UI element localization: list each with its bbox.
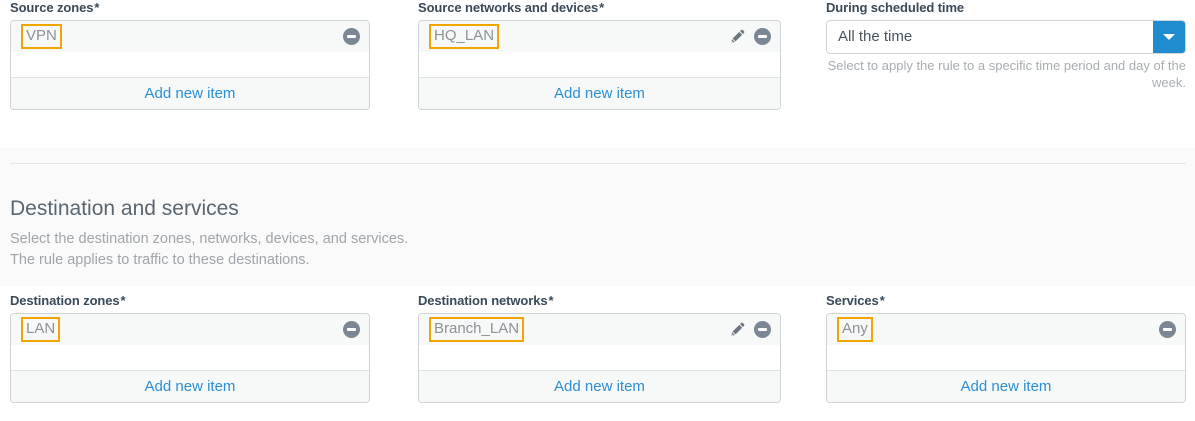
required-asterisk: * (879, 293, 885, 308)
add-new-item-label: Add new item (554, 84, 645, 102)
field-destination-networks: Destination networks* Branch_LAN (418, 293, 781, 403)
chevron-down-icon[interactable] (1153, 21, 1185, 53)
services-listbox[interactable]: Any Add new item (826, 313, 1186, 403)
section-description: Select the destination zones, networks, … (10, 229, 408, 271)
required-asterisk: * (94, 0, 100, 15)
scheduled-time-select[interactable]: All the time (826, 20, 1186, 54)
add-new-item-button[interactable]: Add new item (11, 78, 369, 109)
field-destination-zones: Destination zones* LAN Add new item (10, 293, 370, 403)
add-new-item-button[interactable]: Add new item (419, 371, 780, 402)
source-networks-listbox[interactable]: HQ_LAN Add new item (418, 20, 781, 110)
required-asterisk (964, 0, 965, 15)
list-item[interactable]: HQ_LAN (419, 21, 780, 52)
scheduled-time-label: During scheduled time (826, 0, 1186, 16)
destination-zones-label: Destination zones* (10, 293, 370, 309)
add-new-item-label: Add new item (554, 377, 645, 395)
add-new-item-label: Add new item (144, 84, 236, 102)
add-new-item-label: Add new item (960, 377, 1052, 395)
section-divider (10, 163, 1186, 164)
list-item[interactable]: Any (827, 314, 1185, 345)
pencil-icon[interactable] (730, 322, 745, 337)
source-zones-label: Source zones* (10, 0, 370, 16)
circle-minus-icon[interactable] (343, 28, 360, 45)
add-new-item-button[interactable]: Add new item (827, 371, 1185, 402)
list-item-actions (343, 314, 360, 345)
scheduled-time-value: All the time (838, 28, 913, 45)
services-label-text: Services (826, 293, 879, 308)
destination-zones-listbox[interactable]: LAN Add new item (10, 313, 370, 403)
circle-minus-icon[interactable] (754, 28, 771, 45)
page-title: Destination and services (10, 197, 239, 220)
source-zones-listbox[interactable]: VPN Add new item (10, 20, 370, 110)
destination-section-band (0, 148, 1195, 286)
destination-networks-listbox[interactable]: Branch_LAN Add new item (418, 313, 781, 403)
required-asterisk: * (599, 0, 605, 15)
list-item-actions (730, 314, 771, 345)
list-item-token[interactable]: Any (837, 317, 873, 342)
pencil-icon[interactable] (730, 29, 745, 44)
section-description-line-2: The rule applies to traffic to these des… (10, 252, 310, 268)
add-new-item-label: Add new item (144, 377, 236, 395)
services-label: Services* (826, 293, 1186, 309)
source-zones-label-text: Source zones (10, 0, 94, 15)
list-item-token[interactable]: Branch_LAN (429, 317, 525, 342)
list-item-actions (343, 21, 360, 52)
destination-networks-label-text: Destination networks (418, 293, 548, 308)
circle-minus-icon[interactable] (343, 321, 360, 338)
list-item-token[interactable]: HQ_LAN (429, 24, 500, 49)
list-empty-area (11, 52, 369, 78)
required-asterisk: * (120, 293, 126, 308)
add-new-item-button[interactable]: Add new item (419, 78, 780, 109)
list-item-token[interactable]: LAN (21, 317, 61, 342)
scheduled-time-label-text: During scheduled time (826, 0, 965, 15)
scheduled-time-hint: Select to apply the rule to a specific t… (827, 58, 1186, 90)
list-item-actions (1159, 314, 1176, 345)
list-item[interactable]: Branch_LAN (419, 314, 780, 345)
field-source-zones: Source zones* VPN Add new item (10, 0, 370, 110)
circle-minus-icon[interactable] (1159, 321, 1176, 338)
list-item[interactable]: LAN (11, 314, 369, 345)
required-asterisk: * (548, 293, 554, 308)
destination-networks-label: Destination networks* (418, 293, 781, 309)
field-scheduled-time: During scheduled time All the time Selec… (826, 0, 1186, 91)
list-empty-area (11, 345, 369, 371)
source-networks-label: Source networks and devices* (418, 0, 781, 16)
circle-minus-icon[interactable] (754, 321, 771, 338)
field-services: Services* Any Add new item (826, 293, 1186, 403)
list-item[interactable]: VPN (11, 21, 369, 52)
list-empty-area (827, 345, 1185, 371)
list-empty-area (419, 52, 780, 78)
section-description-line-1: Select the destination zones, networks, … (10, 231, 409, 247)
field-source-networks: Source networks and devices* HQ_LAN (418, 0, 781, 110)
destination-zones-label-text: Destination zones (10, 293, 120, 308)
source-networks-label-text: Source networks and devices (418, 0, 599, 15)
add-new-item-button[interactable]: Add new item (11, 371, 369, 402)
list-empty-area (419, 345, 780, 371)
list-item-actions (730, 21, 771, 52)
list-item-token[interactable]: VPN (21, 24, 62, 49)
